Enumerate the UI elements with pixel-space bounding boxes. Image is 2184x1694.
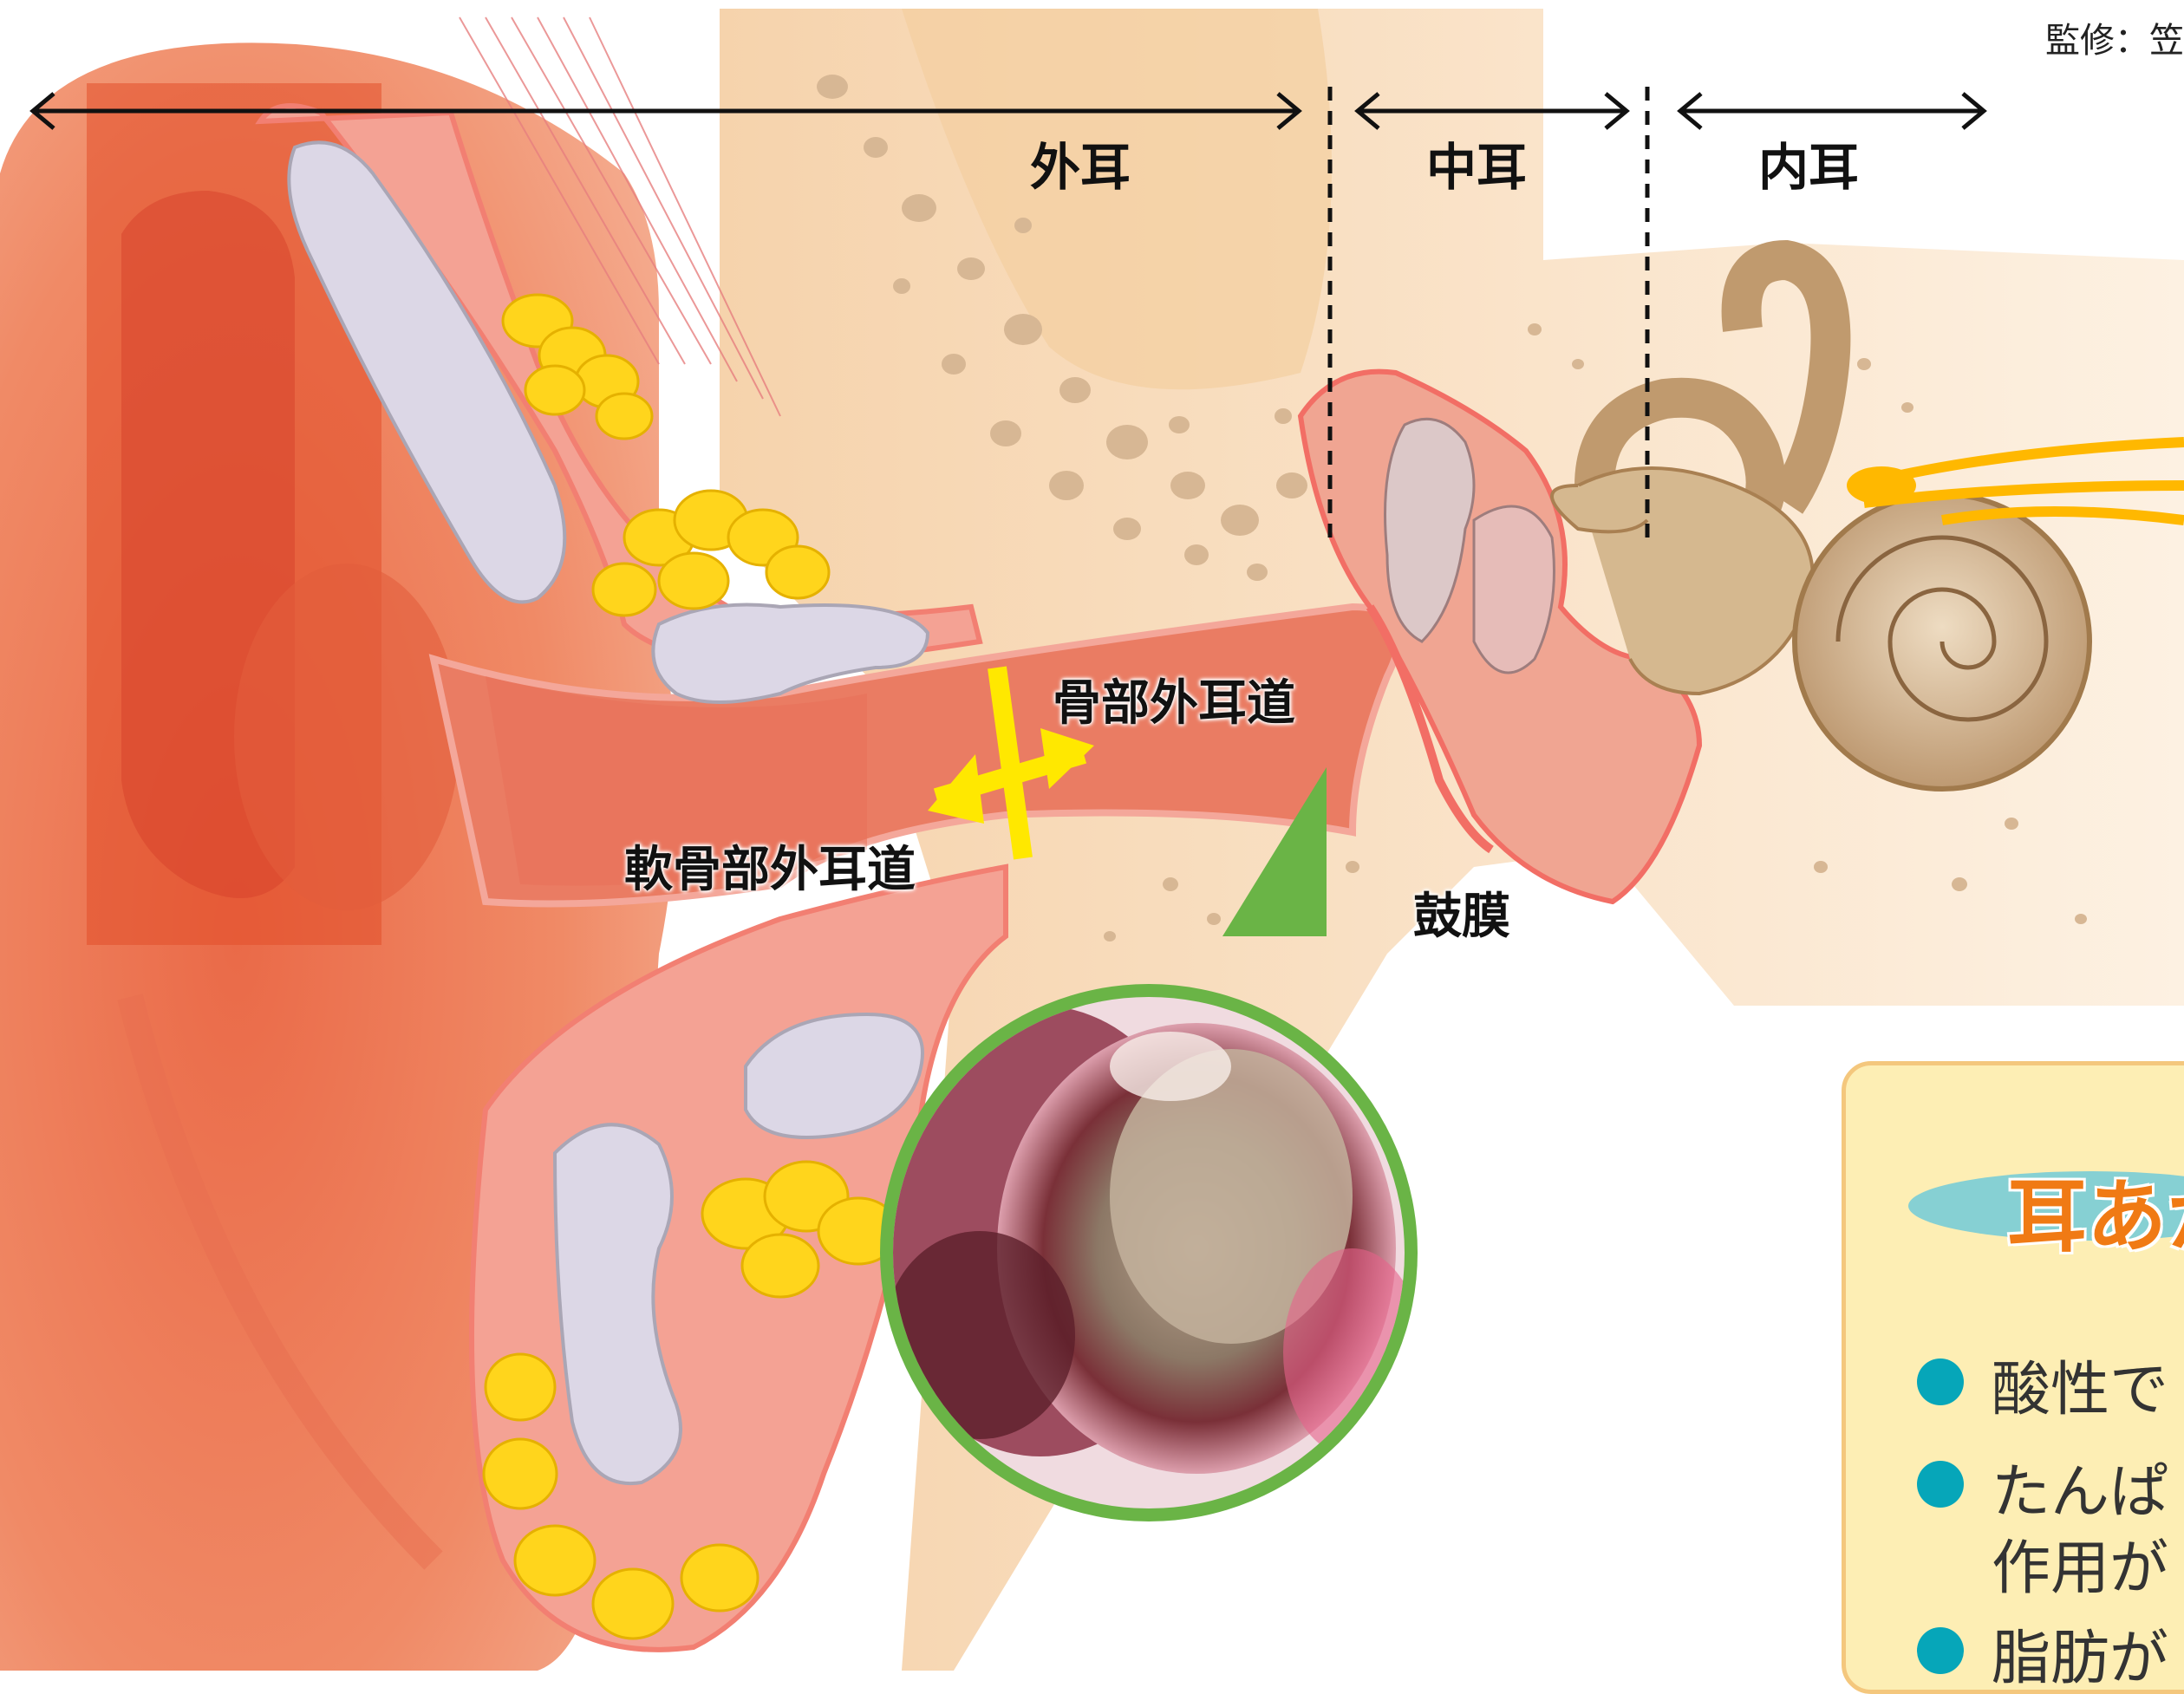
- cartilage-canal-label: 軟骨部外耳道: [624, 831, 916, 901]
- earwax-info-panel: 耳あか 酸性で たんぱ 作用が 脂肪が: [1842, 1061, 2184, 1694]
- bony-canal-label: 骨部外耳道: [1053, 664, 1295, 734]
- bullet-text-1: 酸性で: [1992, 1341, 2168, 1427]
- bullet-dot-2: [1917, 1461, 1964, 1508]
- bullet-dot-3: [1917, 1627, 1964, 1674]
- panel-title: 耳あか: [2007, 1152, 2184, 1267]
- middle-ear-label: 中耳: [1426, 127, 1527, 199]
- outer-ear-label: 外耳: [1030, 127, 1131, 199]
- bullet-text-3: 脂肪が: [1992, 1610, 2168, 1694]
- inner-ear-label: 内耳: [1758, 127, 1859, 199]
- eardrum-label: 鼓膜: [1413, 877, 1510, 948]
- bullet-text-2b: 作用が: [1992, 1520, 2168, 1606]
- bullet-dot-1: [1917, 1358, 1964, 1405]
- bullet-text-2a: たんぱ: [1992, 1443, 2168, 1529]
- credit-text: 監修：笠: [2045, 12, 2184, 62]
